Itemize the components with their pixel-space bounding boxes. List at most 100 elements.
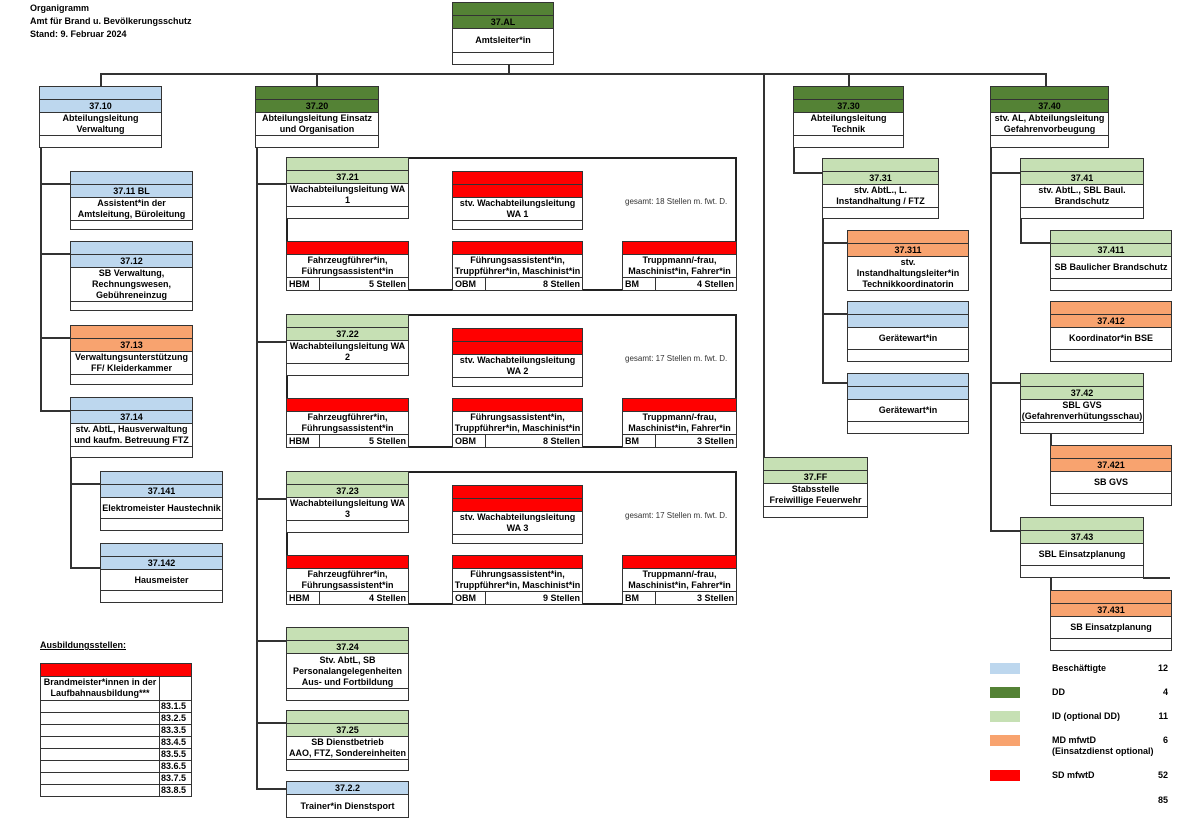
connector-line (100, 73, 1046, 75)
color-band (287, 556, 408, 569)
position-code: 37.42 (1021, 387, 1143, 400)
position-title: stv. AbtL., SBL Baul. Brandschutz (1038, 185, 1126, 206)
position-count: 8 Stellen (542, 279, 580, 289)
color-band (1051, 446, 1171, 459)
crew-group-box[interactable]: Truppmann/-frau, Maschinist*in, Fahrer*i… (622, 555, 737, 605)
connector-line (256, 640, 286, 642)
connector-line (40, 410, 70, 412)
training-row-label (41, 701, 160, 712)
chart-title: Organigramm (30, 3, 90, 13)
crew-group-box[interactable]: Truppmann/-frau, Maschinist*in, Fahrer*i… (622, 398, 737, 448)
color-band (287, 158, 408, 171)
empty-row (287, 363, 408, 375)
color-band (256, 87, 378, 100)
legend-total: 85 (1157, 795, 1168, 805)
empty-row (453, 220, 582, 232)
position-code: 37.2.2 (287, 782, 408, 795)
training-row-label (41, 713, 160, 724)
connector-line (1020, 218, 1022, 243)
crew-group-box[interactable]: Truppmann/-frau, Maschinist*in, Fahrer*i… (622, 241, 737, 291)
empty-row (71, 374, 192, 386)
empty-row (764, 506, 867, 518)
color-band (453, 3, 553, 16)
connector-line (256, 788, 286, 790)
position-title: SB Baulicher Brandschutz (1054, 262, 1168, 272)
legend-label: MD mfwtD (Einsatzdienst optional) (1052, 735, 1154, 756)
position-code: 37.11 BL (71, 185, 192, 198)
crew-group-box[interactable]: Führungsassistent*in, Truppführer*in, Ma… (452, 555, 583, 605)
position-title: stv. Wachabteilungsleitung WA 1 (459, 198, 576, 219)
empty-row (823, 207, 938, 219)
org-box-wa-deputy[interactable]: stv. Wachabteilungsleitung WA 1 (452, 171, 583, 230)
color-band (823, 159, 938, 172)
rank-grade: HBM (287, 592, 320, 604)
empty-row (453, 534, 582, 546)
org-box-wa-deputy[interactable]: stv. Wachabteilungsleitung WA 2 (452, 328, 583, 387)
empty-row (287, 206, 408, 218)
color-band (453, 399, 582, 412)
legend-swatch (990, 687, 1020, 698)
color-band (287, 711, 408, 724)
connector-line (1050, 433, 1052, 445)
empty-row (40, 135, 161, 147)
color-band (1021, 374, 1143, 387)
position-count: 4 Stellen (696, 279, 734, 289)
connector-line (822, 218, 824, 382)
color-band (623, 399, 736, 412)
training-row: 83.6.5 (41, 761, 191, 773)
position-title: Koordinator*in BSE (1068, 333, 1153, 343)
empty-row (848, 290, 968, 302)
position-count: 3 Stellen (696, 593, 734, 603)
color-band (623, 556, 736, 569)
org-box-gw2[interactable]: Gerätewart*in (847, 373, 969, 434)
position-title: Abteilungsleitung Einsatz und Organisati… (261, 113, 372, 134)
org-box-gw1[interactable]: Gerätewart*in (847, 301, 969, 362)
position-title: Wachabteilungsleitung WA 1 (289, 184, 406, 205)
training-row: 83.4.5 (41, 737, 191, 749)
position-title: stv. AbtL., L. Instandhaltung / FTZ (836, 185, 925, 206)
color-band (1021, 518, 1143, 531)
crew-group-box[interactable]: Führungsassistent*in, Truppführer*in, Ma… (452, 241, 583, 291)
position-title: stv. AbtL, Hausverwaltung und kaufm. Bet… (74, 424, 189, 445)
org-box-wa-deputy[interactable]: stv. Wachabteilungsleitung WA 3 (452, 485, 583, 544)
crew-group-box[interactable]: Führungsassistent*in, Truppführer*in, Ma… (452, 398, 583, 448)
training-color-band (41, 664, 191, 677)
training-row-label (41, 749, 160, 760)
legend-swatch (990, 735, 1020, 746)
position-title: SB Verwaltung, Rechnungswesen, Gebührene… (91, 268, 172, 300)
color-band (453, 486, 582, 499)
empty-row (453, 377, 582, 389)
